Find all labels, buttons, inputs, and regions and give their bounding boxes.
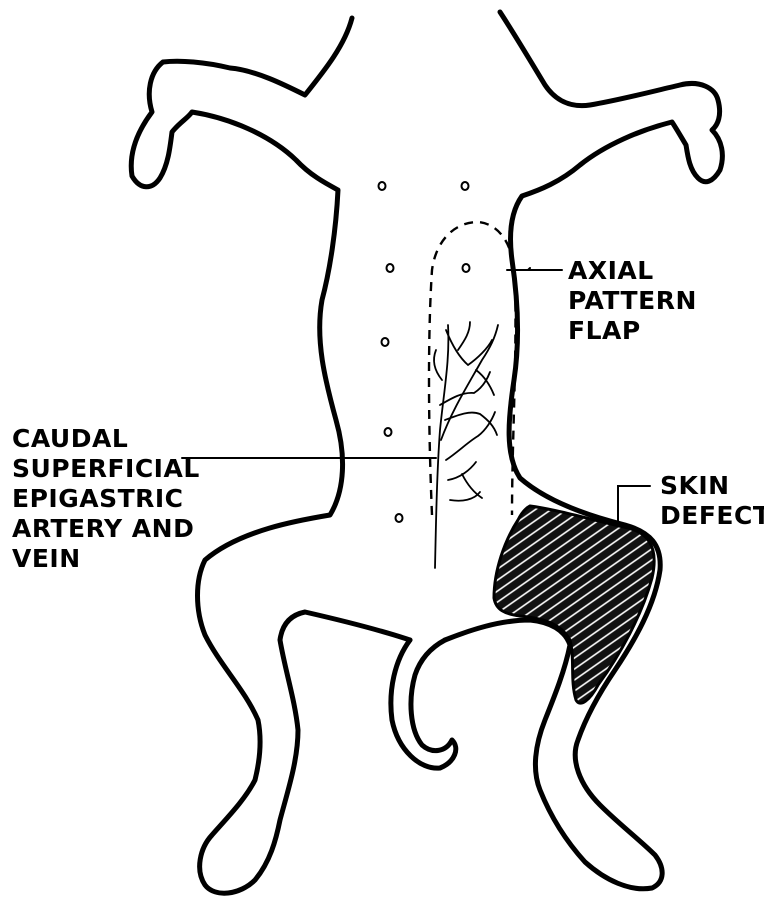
nipple — [385, 428, 392, 436]
nipple — [387, 264, 394, 272]
vessels-label: CAUDAL SUPERFICIAL EPIGASTRIC ARTERY AND… — [12, 424, 209, 573]
nipple — [463, 264, 470, 272]
axial-flap-label: AXIAL PATTERN FLAP — [568, 256, 706, 345]
skin-defect — [494, 506, 654, 703]
axial-pattern-flap-outline — [429, 222, 515, 515]
caudal-superficial-epigastric-vessels — [434, 322, 498, 568]
body-outline-right — [445, 12, 722, 889]
nipple — [462, 182, 469, 190]
skin-defect-label: SKIN DEFECT — [660, 471, 764, 530]
tail — [391, 640, 456, 768]
skin-defect-leader — [618, 486, 650, 524]
nipple — [382, 338, 389, 346]
nipple — [396, 514, 403, 522]
nipple — [379, 182, 386, 190]
